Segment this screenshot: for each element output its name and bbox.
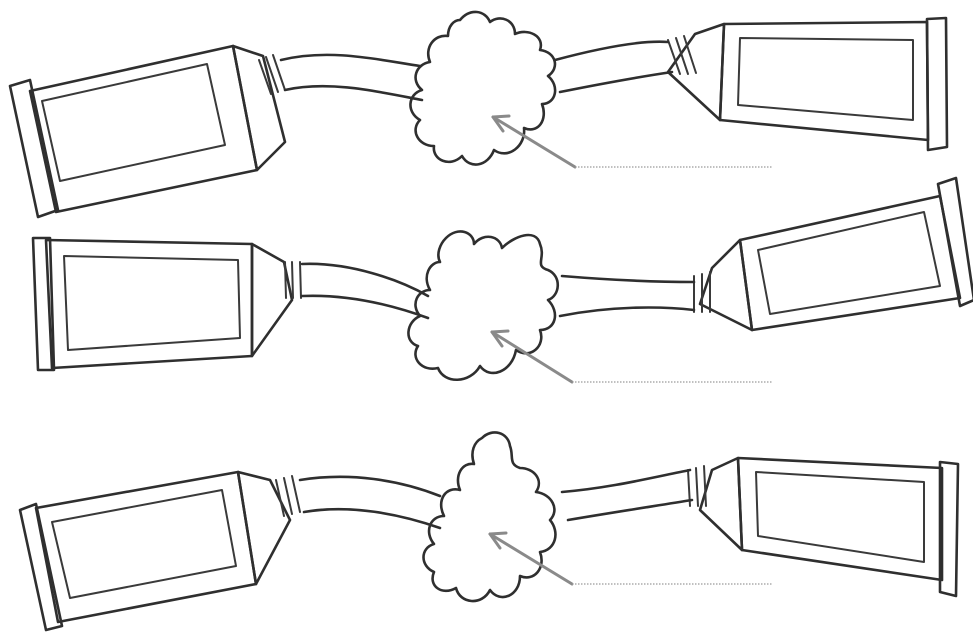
paint-stream-right-2 <box>558 274 696 318</box>
mixing-row-3 <box>18 431 960 632</box>
left-paint-tube-2 <box>31 236 302 372</box>
label-arrow-3 <box>488 531 574 586</box>
left-paint-tube-1 <box>8 44 287 219</box>
left-paint-tube-3 <box>18 470 301 632</box>
paint-stream-left-2 <box>300 262 430 320</box>
paint-stream-left-1 <box>279 53 424 102</box>
paint-stream-left-3 <box>298 475 442 530</box>
paint-stream-right-3 <box>560 468 694 522</box>
right-paint-tube-3 <box>687 456 960 598</box>
label-arrow-1 <box>491 114 577 169</box>
right-paint-tube-2 <box>693 176 973 332</box>
paint-splat-3 <box>422 431 557 603</box>
label-arrow-2 <box>490 329 574 384</box>
right-paint-tube-1 <box>666 16 949 152</box>
paint-splat-2 <box>407 230 560 382</box>
paint-stream-right-1 <box>553 40 674 94</box>
paint-splat-1 <box>409 10 557 166</box>
mixing-row-1 <box>8 10 949 219</box>
mixing-row-2 <box>31 176 973 384</box>
